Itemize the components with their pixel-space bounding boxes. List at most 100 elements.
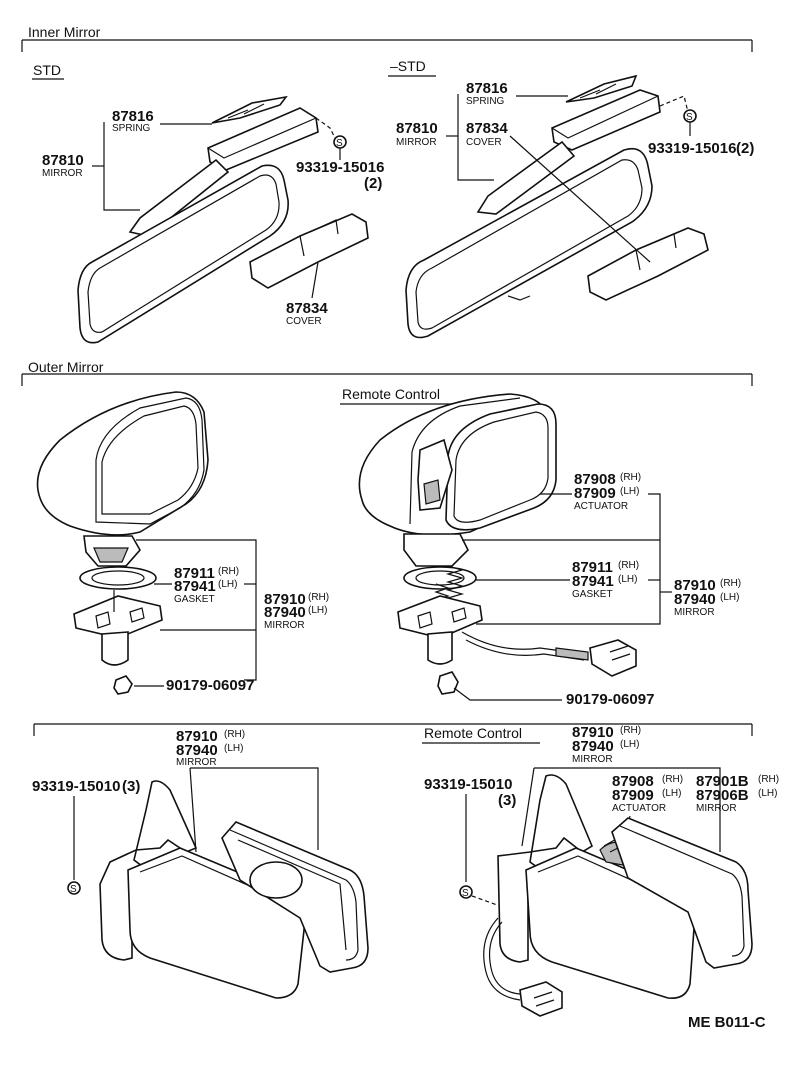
door-remote-mirror-lh-tag: (LH) [620, 739, 639, 750]
remote-cable [461, 631, 637, 677]
remote-base-plate [397, 595, 483, 639]
mirror-pn-right: 87810 [396, 120, 438, 137]
door-actuator-name: ACTUATOR [612, 803, 666, 814]
gasket-name: GASKET [174, 594, 215, 605]
door-mirror-name: MIRROR [176, 757, 217, 768]
door-remote-screw-symbol [459, 885, 473, 899]
actuator-rh-tag: (RH) [620, 472, 641, 483]
remote-mirror-rh-tag: (RH) [720, 578, 741, 589]
remote-nut [437, 671, 459, 695]
actuator-name: ACTUATOR [574, 501, 628, 512]
inner-mirror-frame [21, 39, 753, 52]
mirror-mount-base-right [551, 89, 661, 151]
screw-symbol-letter: S [336, 138, 343, 149]
door-screw-symbol [67, 881, 81, 895]
cover-name-right: COVER [466, 137, 502, 148]
cover-pn: 87834 [286, 300, 328, 317]
mirror-name-right: MIRROR [396, 137, 437, 148]
inner-mirror-body-right [405, 147, 653, 339]
cover-pn-right: 87834 [466, 120, 508, 137]
door-glass-lh-pn: 87906B [696, 787, 749, 804]
door-screw-qty: (3) [122, 778, 140, 795]
door-remote-mirror-name: MIRROR [572, 754, 613, 765]
door-mirror-lh-tag: (LH) [224, 743, 243, 754]
remote-gasket-rh-tag: (RH) [618, 560, 639, 571]
mirror-rh-pn: 87910 [264, 591, 306, 608]
remote-gasket-name: GASKET [572, 589, 613, 600]
mirror-assy-bracket [136, 539, 257, 681]
actuator-lh-pn: 87909 [574, 485, 616, 502]
door-screw-symbol-letter: S [70, 884, 77, 895]
door-glass-rh-tag: (RH) [758, 774, 779, 785]
door-remote-mirror-lh-pn: 87940 [572, 738, 614, 755]
spring-part-right [565, 74, 638, 103]
remote-gasket [403, 566, 477, 590]
screw-dash-line-right [659, 95, 689, 113]
door-remote-screw-pn: 93319-15010 [424, 776, 512, 793]
spring-pn: 87816 [112, 108, 154, 125]
inner-cover-part [249, 213, 369, 289]
outer-mirror-stem [83, 535, 141, 567]
remote-gasket-rh-pn: 87911 [572, 559, 613, 576]
door-glass-rh-pn: 87901B [696, 773, 749, 790]
door-remote-screw-qty: (3) [498, 792, 516, 809]
door-remote-cable [483, 917, 563, 1017]
screw-dash-line [315, 117, 337, 141]
figure-code: ME B011-C [688, 1014, 766, 1031]
gasket-rh-tag: (RH) [218, 566, 239, 577]
screw-pn-right: 93319-15016 [648, 140, 736, 157]
outer-mirror-frame [21, 373, 753, 386]
cover-name: COVER [286, 316, 322, 327]
remote-mirror-name: MIRROR [674, 607, 715, 618]
door-screw-pn: 93319-15010 [32, 778, 120, 795]
std-heading: STD [33, 62, 61, 78]
spring-part [211, 95, 288, 124]
non-std-heading: –STD [390, 58, 426, 74]
door-glass-name: MIRROR [696, 803, 737, 814]
nut-pn: 90179-06097 [166, 677, 254, 694]
mirror-pn: 87810 [42, 152, 84, 169]
door-glass-lh-tag: (LH) [758, 788, 777, 799]
screw-qty-right: (2) [736, 140, 754, 157]
gasket-lh-pn: 87941 [174, 578, 216, 595]
actuator-part [417, 438, 453, 511]
actuator-rh-pn: 87908 [574, 471, 616, 488]
mirror-bracket-line [103, 122, 140, 211]
gasket-rh-pn: 87911 [174, 565, 215, 582]
screw-symbol-letter-right: S [686, 112, 693, 123]
remote-nut-pn: 90179-06097 [566, 691, 654, 708]
outer-bolt [101, 590, 129, 666]
door-actuator-rh-tag: (RH) [662, 774, 683, 785]
inner-cover-part-right [587, 227, 709, 301]
remote-gasket-lh-pn: 87941 [572, 573, 614, 590]
mirror-rh-tag: (RH) [308, 592, 329, 603]
gasket-lh-tag: (LH) [218, 579, 237, 590]
remote-control-heading: Remote Control [342, 386, 440, 402]
remote-bolt [427, 631, 453, 665]
remote-stem [403, 533, 469, 567]
outer-gasket [79, 566, 157, 590]
door-mirror-rh-pn: 87910 [176, 728, 218, 745]
mirror-lh-pn: 87940 [264, 604, 306, 621]
mirror-mount-base [207, 107, 319, 171]
door-remote-screw-symbol-letter: S [462, 888, 469, 899]
outer-mirror-lower-frame [33, 723, 753, 736]
door-mirror-glass [221, 821, 369, 973]
mirror-arm-right [476, 140, 576, 215]
remote-glass [445, 403, 557, 531]
door-mirror-lh-pn: 87940 [176, 742, 218, 759]
door-actuator-lh-pn: 87909 [612, 787, 654, 804]
door-remote-bracket-part [497, 774, 594, 963]
mirror-name: MIRROR [42, 168, 83, 179]
screw-qty: (2) [364, 175, 382, 192]
mirror-lh-tag: (LH) [308, 605, 327, 616]
remote-control-heading-2: Remote Control [424, 725, 522, 741]
actuator-lh-tag: (LH) [620, 486, 639, 497]
door-mirror-rh-tag: (RH) [224, 729, 245, 740]
door-actuator-rh-pn: 87908 [612, 773, 654, 790]
remote-mirror-lh-pn: 87940 [674, 591, 716, 608]
inner-mirror-body [77, 164, 289, 344]
remote-assy-bracket [476, 493, 661, 625]
door-remote-mirror-rh-pn: 87910 [572, 724, 614, 741]
